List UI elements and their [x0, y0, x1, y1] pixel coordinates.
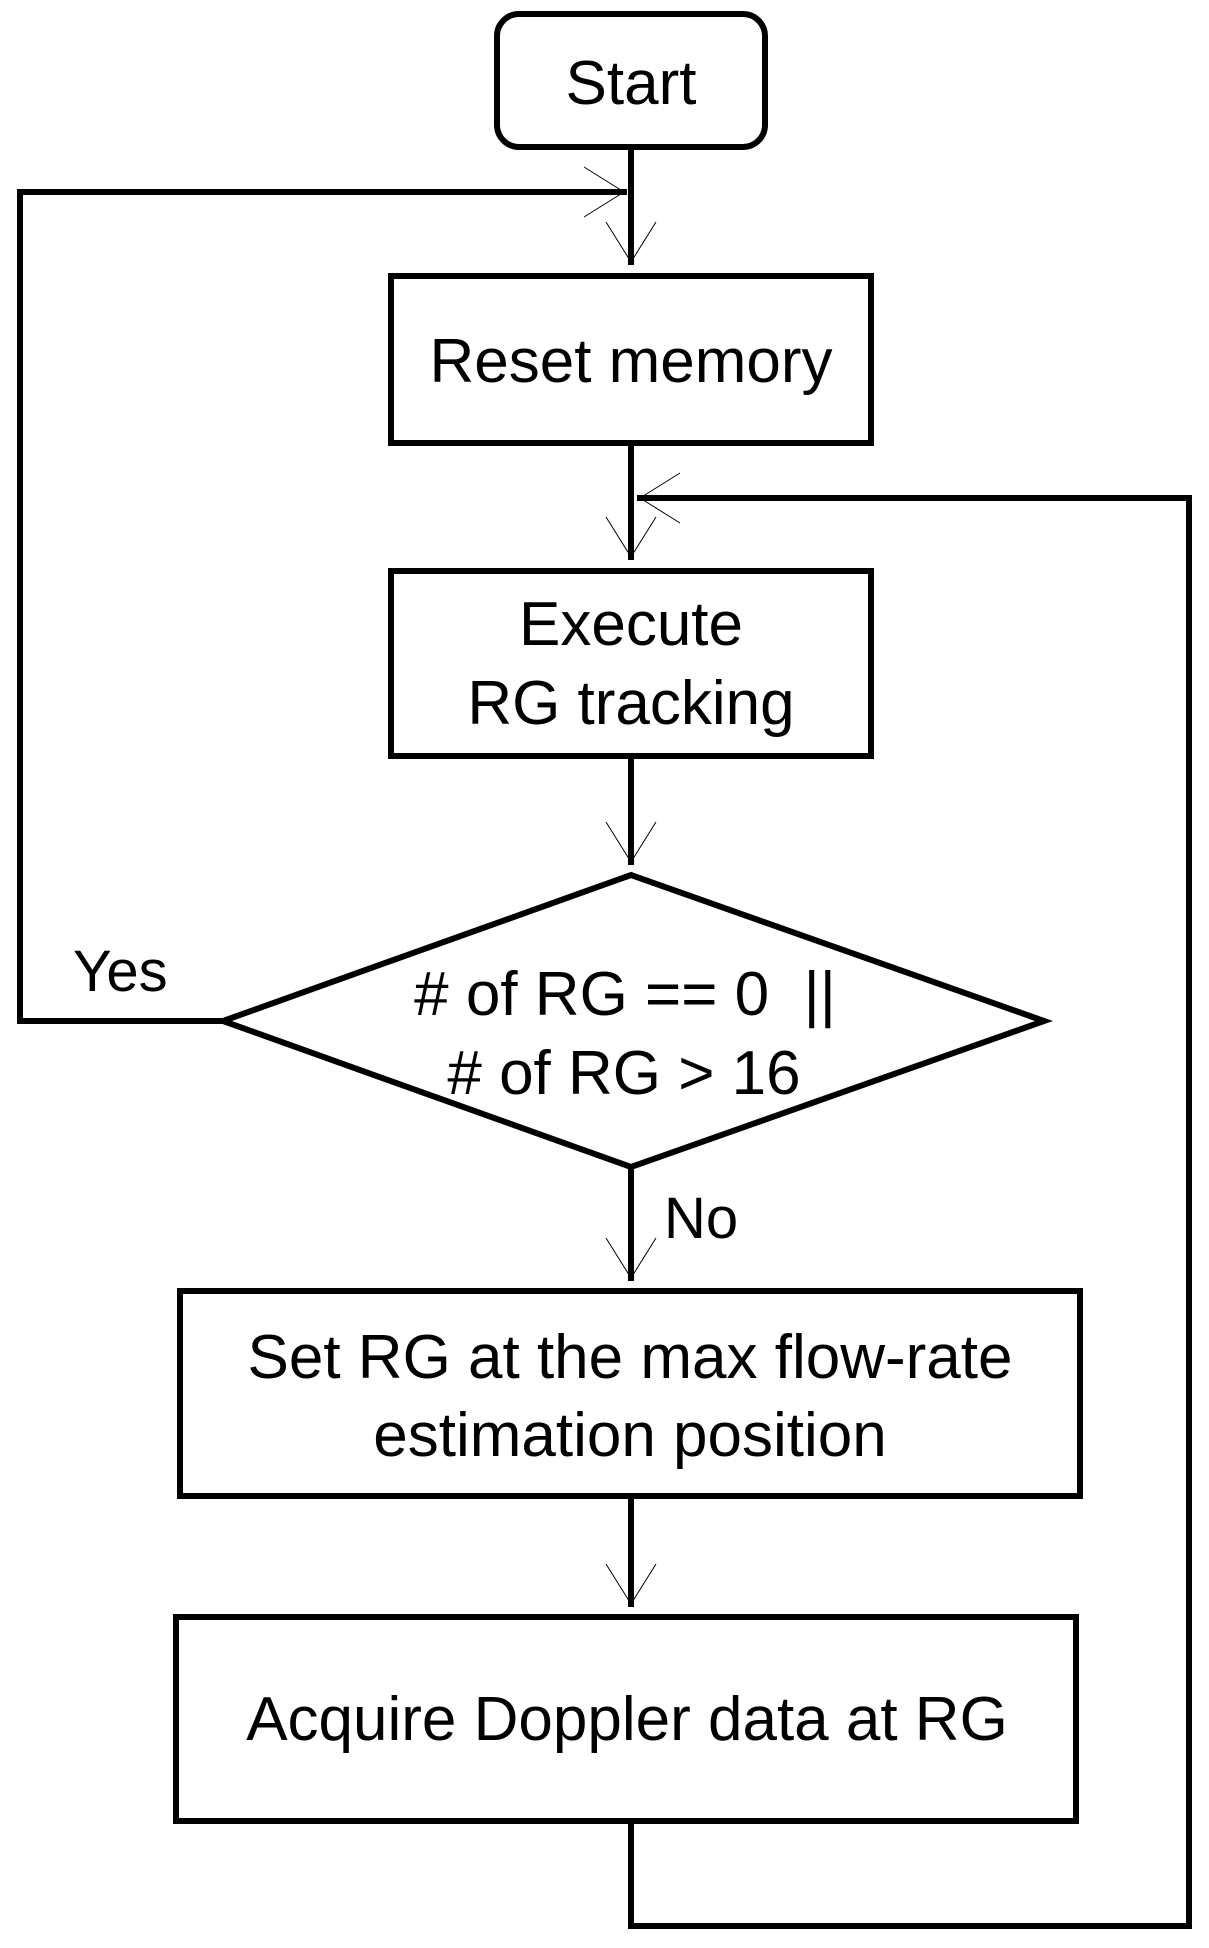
acquire-doppler-label: Acquire Doppler data at RG	[246, 1685, 1008, 1754]
execute-rg-tracking-label-line-2: RG tracking	[467, 669, 794, 738]
edge-label-no: No	[664, 1186, 738, 1251]
execute-rg-tracking-box	[388, 568, 874, 759]
reset-memory-box	[388, 273, 874, 446]
node-acquire-doppler: Acquire Doppler data at RG	[173, 1614, 1079, 1824]
set-rg-position-label-line-2: estimation position	[373, 1401, 887, 1470]
rg-count-check-label-line-1: # of RG == 0 ||	[414, 960, 836, 1029]
node-rg-count-check: # of RG == 0 || # of RG > 16	[214, 871, 1054, 1171]
acquire-doppler-box	[173, 1614, 1079, 1824]
edge-rg-count-check-yes-loop	[17, 166, 627, 1024]
edges	[17, 144, 1192, 1929]
rg-count-check-label-line-2: # of RG > 16	[447, 1039, 800, 1108]
reset-memory-label: Reset memory	[429, 327, 832, 396]
set-rg-position-label-line-1: Set RG at the max flow-rate	[248, 1323, 1013, 1392]
edge-label-yes: Yes	[73, 939, 168, 1004]
node-reset-memory: Reset memory	[388, 273, 874, 446]
node-set-rg-position: Set RG at the max flow-rate estimation p…	[177, 1288, 1083, 1499]
edge-acquire-doppler-loop-back	[628, 472, 1192, 1929]
execute-rg-tracking-label-line-1: Execute	[519, 590, 743, 659]
node-start: Start	[494, 11, 768, 150]
start-label: Start	[566, 49, 697, 118]
set-rg-position-box	[177, 1288, 1083, 1499]
node-execute-rg-tracking: Execute RG tracking	[388, 568, 874, 759]
